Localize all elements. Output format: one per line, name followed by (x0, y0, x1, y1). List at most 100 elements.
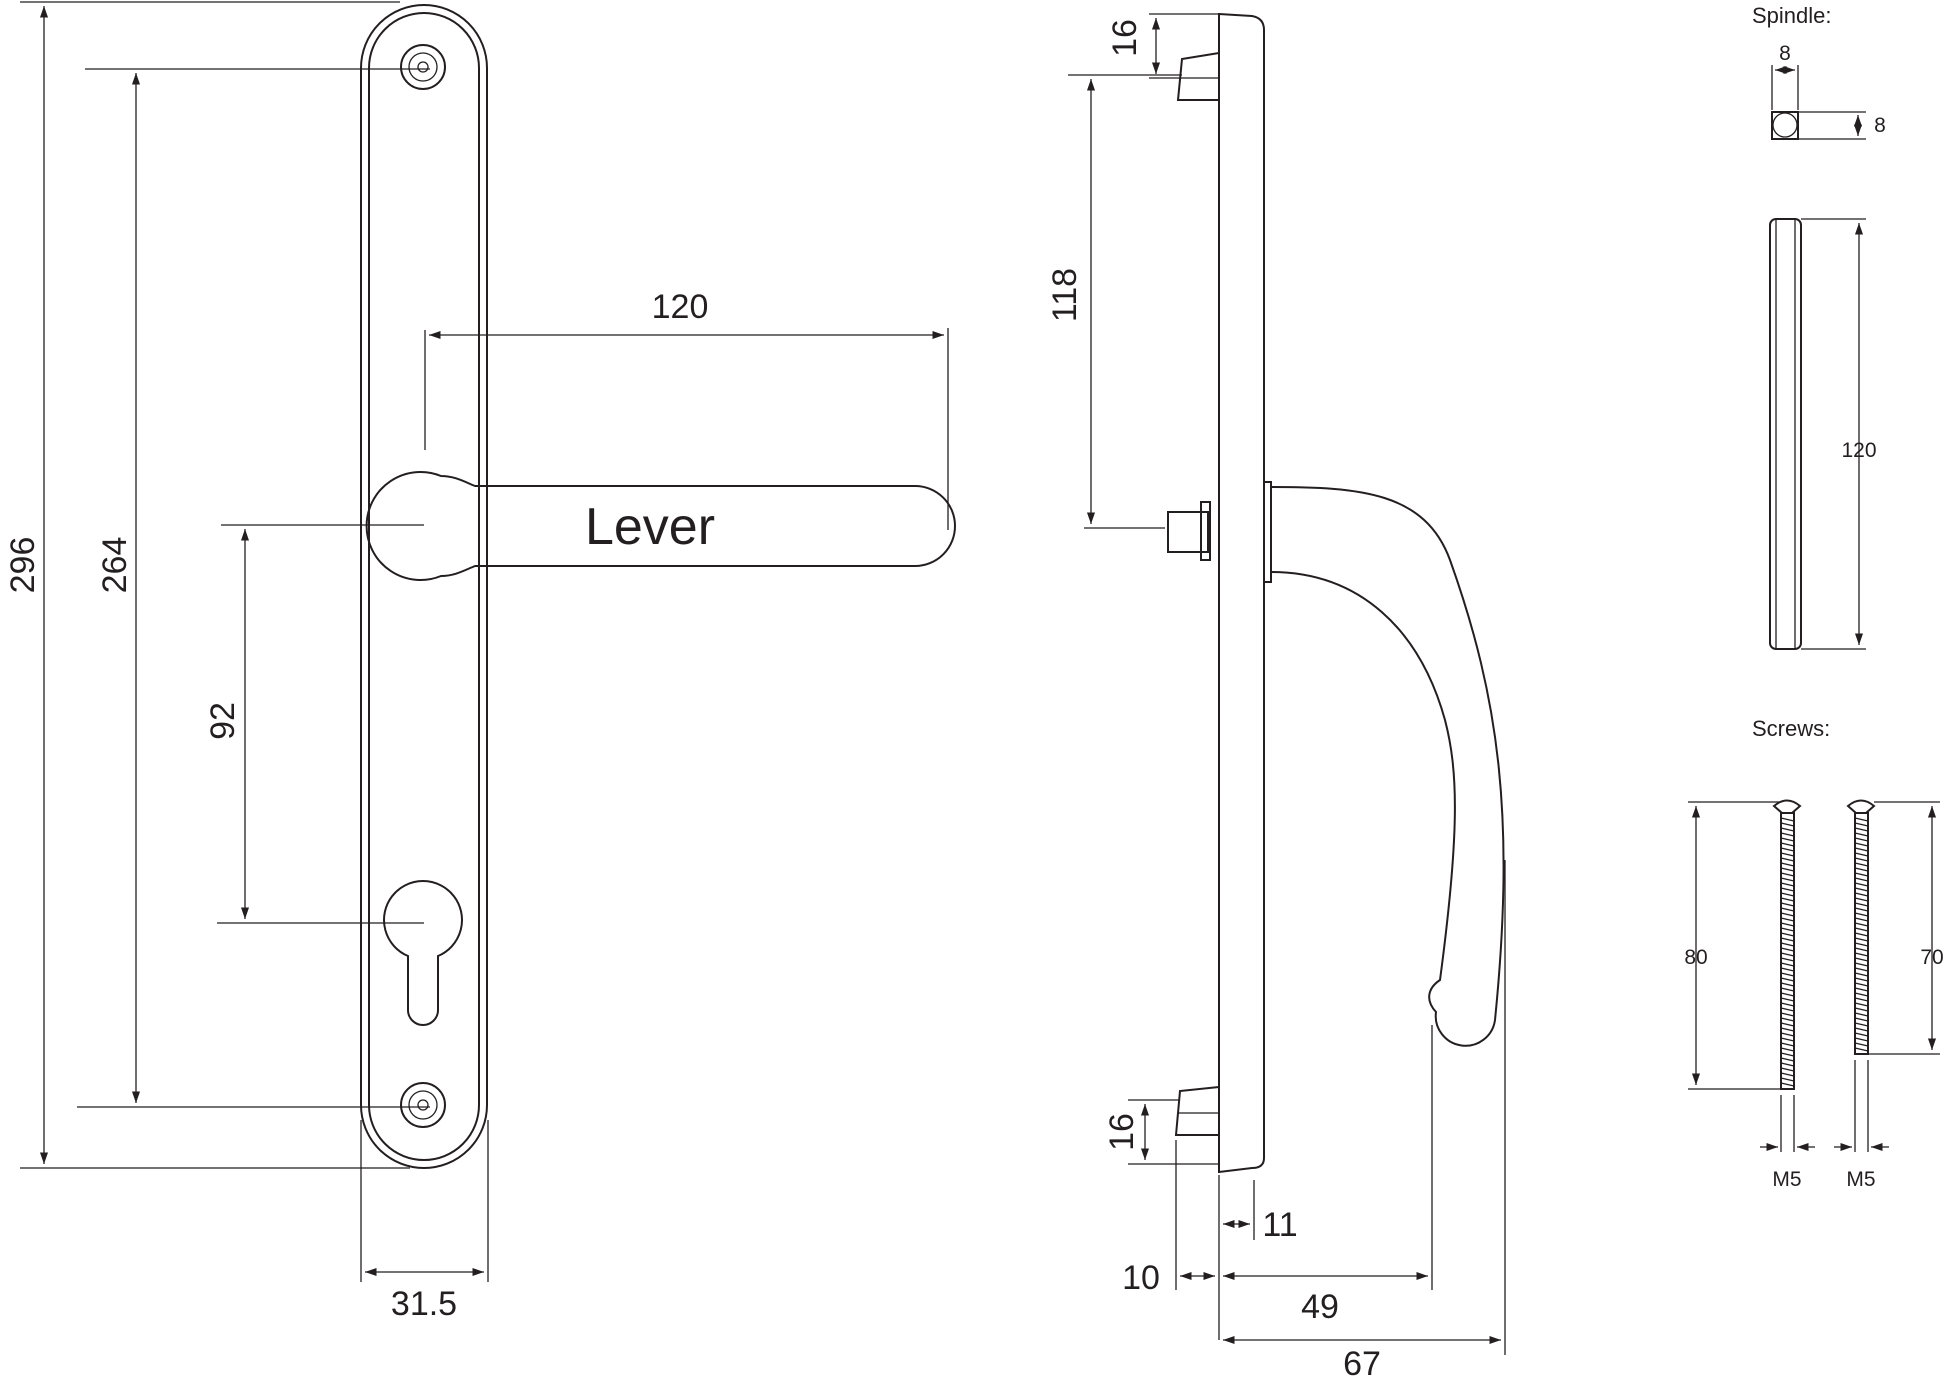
thread-line (1854, 1042, 1869, 1047)
thread-line (1854, 977, 1869, 982)
thread-line (1780, 1022, 1795, 1027)
thread-line (1854, 932, 1869, 937)
thread-line (1780, 892, 1795, 897)
dim-49: 49 (1301, 1288, 1339, 1326)
dim-10: 10 (1122, 1259, 1160, 1297)
thread-line (1780, 972, 1795, 977)
thread-line (1854, 907, 1869, 912)
dim-120-lever: 120 (652, 288, 709, 326)
thread-line (1780, 867, 1795, 872)
thread-line (1854, 1012, 1869, 1017)
thread-line (1780, 1002, 1795, 1007)
thread-line (1780, 817, 1795, 822)
thread-line (1854, 992, 1869, 997)
thread-line (1854, 882, 1869, 887)
thread-line (1780, 1052, 1795, 1057)
thread-line (1854, 842, 1869, 847)
thread-line (1780, 977, 1795, 982)
thread-line (1854, 962, 1869, 967)
dim-16-top: 16 (1106, 19, 1144, 57)
thread-line (1780, 922, 1795, 927)
thread-line (1780, 982, 1795, 987)
thread-line (1780, 992, 1795, 997)
thread-line (1854, 837, 1869, 842)
thread-line (1780, 1042, 1795, 1047)
thread-line (1780, 907, 1795, 912)
thread-line (1854, 827, 1869, 832)
thread-line (1780, 917, 1795, 922)
dim-31-5: 31.5 (391, 1285, 457, 1323)
thread-line (1854, 1027, 1869, 1032)
thread-line (1854, 997, 1869, 1002)
thread-line (1780, 987, 1795, 992)
thread-line (1854, 987, 1869, 992)
screw-70: 70 M5 (1834, 799, 1944, 1191)
thread-line (1854, 982, 1869, 987)
cylinder-cutout (383, 880, 463, 1026)
thread-line (1854, 852, 1869, 857)
thread-line (1780, 912, 1795, 917)
thread-line (1854, 832, 1869, 837)
thread-line (1780, 1017, 1795, 1022)
thread-line (1780, 1007, 1795, 1012)
thread-line (1854, 1037, 1869, 1042)
side-plate (1218, 12, 1265, 1174)
thread-line (1854, 967, 1869, 972)
thread-line (1780, 852, 1795, 857)
thread-line (1854, 887, 1869, 892)
spindle-stub (1167, 511, 1209, 553)
thread-line (1854, 1032, 1869, 1037)
thread-line (1854, 862, 1869, 867)
dim-264: 264 (96, 537, 134, 594)
thread-line (1854, 857, 1869, 862)
dim-11: 11 (1262, 1206, 1297, 1244)
thread-line (1780, 1032, 1795, 1037)
dim-67: 67 (1343, 1345, 1381, 1379)
thread-line (1780, 1062, 1795, 1067)
bottom-spacer (1174, 1086, 1220, 1136)
thread-line (1780, 1082, 1795, 1087)
backplate-inner-outline (368, 12, 480, 1161)
thread-line (1854, 822, 1869, 827)
thread-line (1780, 927, 1795, 932)
dim-92: 92 (204, 702, 242, 740)
lever-handle (365, 471, 956, 581)
thread-line (1780, 842, 1795, 847)
thread-line (1780, 967, 1795, 972)
thread-line (1780, 847, 1795, 852)
thread-line (1854, 1047, 1869, 1052)
thread-line (1780, 822, 1795, 827)
thread-line (1854, 872, 1869, 877)
screws-section: Screws: 80 M5 70 (1684, 716, 1943, 1191)
thread-line (1854, 817, 1869, 822)
thread-line (1854, 847, 1869, 852)
thread-line (1780, 957, 1795, 962)
thread-line (1780, 1067, 1795, 1072)
thread-line (1854, 942, 1869, 947)
thread-line (1854, 947, 1869, 952)
thread-line (1854, 952, 1869, 957)
spindle-length: 120 (1841, 439, 1876, 462)
thread-line (1854, 912, 1869, 917)
screw-1-thread: M5 (1772, 1168, 1801, 1191)
spindle-height: 8 (1874, 114, 1886, 137)
thread-line (1780, 1072, 1795, 1077)
thread-line (1780, 1057, 1795, 1062)
thread-line (1780, 857, 1795, 862)
thread-line (1780, 952, 1795, 957)
thread-line (1780, 882, 1795, 887)
thread-line (1854, 917, 1869, 922)
screw-80: 80 M5 (1684, 799, 1815, 1191)
thread-line (1780, 872, 1795, 877)
thread-line (1780, 962, 1795, 967)
thread-line (1780, 1012, 1795, 1017)
thread-line (1854, 897, 1869, 902)
thread-line (1780, 942, 1795, 947)
side-view: 16 118 16 11 10 49 67 (1046, 12, 1506, 1379)
spindle-section: Spindle: 8 8 120 (1752, 3, 1886, 650)
dim-118: 118 (1046, 268, 1084, 322)
thread-line (1854, 1007, 1869, 1012)
lever-label: Lever (585, 498, 715, 556)
